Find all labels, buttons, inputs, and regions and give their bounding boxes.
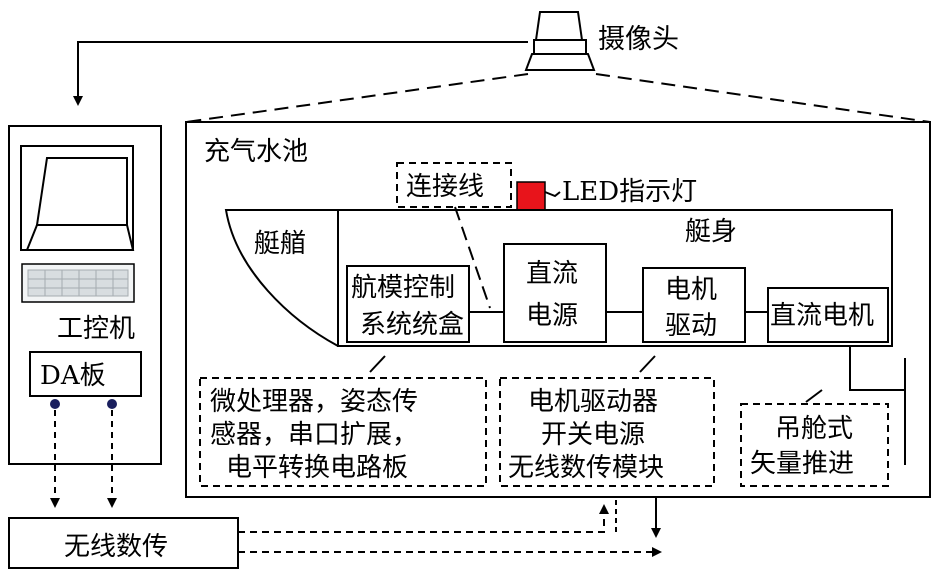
bow-label: 艇艏 bbox=[254, 229, 306, 259]
wireless-uplink-arrow bbox=[238, 504, 609, 533]
pool-label: 充气水池 bbox=[204, 137, 308, 167]
thruster-note-box bbox=[740, 403, 889, 487]
power-note-2: 开关电源 bbox=[541, 420, 645, 450]
power-note-leader bbox=[639, 355, 656, 373]
power-note-3: 无线数传模块 bbox=[508, 453, 664, 483]
ipc-label: 工控机 bbox=[57, 314, 135, 344]
ipc-panel bbox=[8, 125, 162, 465]
camera-icon bbox=[524, 11, 596, 71]
connector-leader bbox=[454, 206, 491, 309]
led-indicator bbox=[516, 181, 546, 211]
nav-note-1: 微处理器，姿态传 bbox=[210, 387, 418, 417]
dc-power-box bbox=[503, 243, 607, 343]
connector-box bbox=[396, 162, 512, 208]
pool-boundary bbox=[185, 121, 931, 498]
thruster-note-2: 矢量推进 bbox=[750, 449, 854, 479]
motor-drive-label-1: 电机 bbox=[665, 275, 717, 305]
da-board-box bbox=[29, 351, 142, 397]
dc-motor-label: 直流电机 bbox=[770, 301, 874, 331]
power-note-box bbox=[499, 377, 715, 487]
da-port-left bbox=[50, 399, 60, 409]
camera-label: 摄像头 bbox=[598, 24, 679, 55]
camera-view-left bbox=[185, 73, 529, 123]
wireless-box bbox=[8, 517, 239, 569]
dc-power-label-1: 直流 bbox=[526, 259, 578, 289]
wireless-label: 无线数传 bbox=[64, 532, 168, 562]
dc-power-label-2: 电源 bbox=[526, 301, 578, 331]
nav-control-label-2: 系统统盒 bbox=[360, 310, 464, 340]
thruster-note-1: 吊舱式 bbox=[775, 414, 853, 444]
thruster-shaft bbox=[849, 346, 905, 391]
power-note-1: 电机驱动器 bbox=[528, 387, 658, 417]
boat-hull bbox=[337, 209, 893, 347]
keyboard-icon bbox=[21, 263, 135, 303]
dc-motor-box bbox=[767, 287, 889, 343]
nav-control-box bbox=[346, 265, 470, 343]
led-leader bbox=[544, 191, 561, 198]
camera-to-ipc-arrow bbox=[73, 41, 528, 106]
camera-view-right bbox=[595, 73, 931, 123]
motor-drive-box bbox=[642, 267, 746, 343]
boat-bow bbox=[224, 209, 339, 347]
da-port-right bbox=[107, 399, 117, 409]
da-board-label: DA板 bbox=[40, 361, 106, 391]
monitor-icon bbox=[20, 145, 135, 251]
nav-note-box bbox=[199, 377, 487, 487]
hull-label: 艇身 bbox=[685, 217, 737, 247]
nav-note-3: 电平转换电路板 bbox=[226, 453, 408, 483]
thruster-note-leader bbox=[805, 389, 823, 403]
nav-note-leader bbox=[369, 355, 386, 373]
nav-note-2: 感器，串口扩展， bbox=[210, 420, 418, 450]
motor-drive-label-2: 驱动 bbox=[665, 311, 717, 341]
led-label: LED指示灯 bbox=[562, 177, 697, 207]
connector-label: 连接线 bbox=[406, 172, 484, 202]
nav-control-label-1: 航模控制 bbox=[351, 273, 455, 303]
